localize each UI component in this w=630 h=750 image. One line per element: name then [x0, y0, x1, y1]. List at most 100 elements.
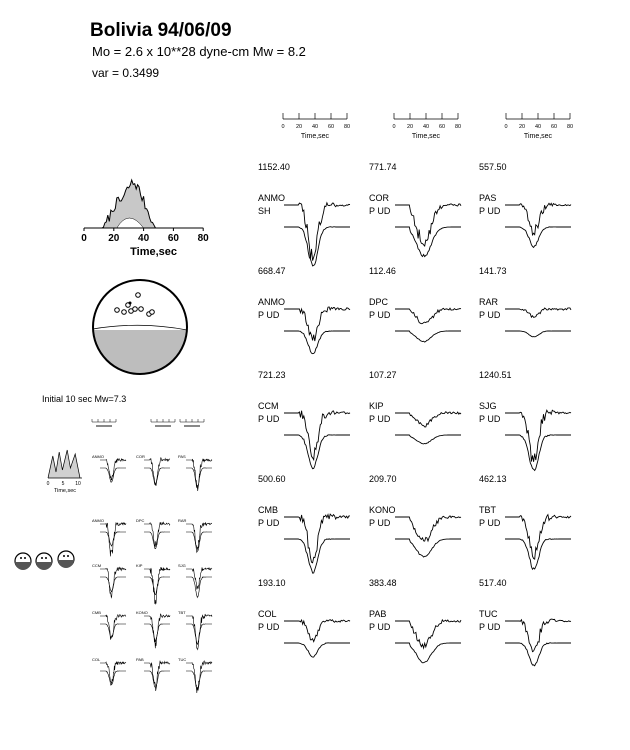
station-component: P UD: [258, 518, 280, 528]
small-observed-waveform: [100, 457, 127, 481]
station-component: P UD: [258, 414, 280, 424]
observed-waveform: [505, 409, 572, 462]
time-scale-tick: 60: [439, 124, 445, 130]
small-station-name: CCM: [92, 563, 101, 568]
small-station-panel: ANMO: [92, 454, 127, 483]
observed-waveform: [505, 202, 572, 237]
small-synthetic-waveform: [144, 531, 170, 550]
initial-focal-mechanism: [57, 550, 75, 568]
station-amplitude: 500.60: [258, 474, 286, 484]
station-component: P UD: [479, 622, 501, 632]
small-observed-waveform: [186, 522, 213, 550]
small-station-panel: PAB: [136, 657, 171, 692]
stf-xlabel: Time,sec: [130, 246, 177, 258]
observed-waveform: [395, 618, 462, 650]
station-name: KONO: [369, 505, 396, 515]
time-scale-tick: 0: [281, 124, 284, 130]
initial-stf-tick: 5: [62, 481, 65, 487]
time-scale-tick: 0: [392, 124, 395, 130]
observed-waveform: [395, 203, 462, 247]
observed-waveform: [284, 618, 351, 643]
small-station-panel: TUC: [178, 657, 213, 694]
small-observed-waveform: [100, 660, 127, 685]
station-name: CMB: [258, 505, 278, 515]
time-scale-tick: 60: [328, 124, 334, 130]
time-scale-tick: 40: [535, 124, 541, 130]
small-observed-waveform: [144, 456, 171, 486]
small-synthetic-waveform: [144, 623, 170, 643]
station-amplitude: 383.48: [369, 578, 397, 588]
small-station-name: TUC: [178, 657, 186, 662]
observed-waveform: [395, 411, 462, 428]
station-name: DPC: [369, 297, 389, 307]
small-station-name: COR: [136, 454, 145, 459]
observed-waveform: [395, 515, 462, 543]
small-synthetic-waveform: [100, 467, 126, 483]
small-observed-waveform: [100, 613, 127, 640]
time-scale-label: Time,sec: [412, 133, 441, 140]
small-time-scale: [179, 419, 205, 427]
small-observed-waveform: [144, 660, 171, 692]
station-amplitude: 1240.51: [479, 370, 512, 380]
station-component: P UD: [369, 206, 391, 216]
time-scale-label: Time,sec: [524, 133, 553, 140]
station-amplitude: 107.27: [369, 370, 397, 380]
synthetic-waveform: [284, 538, 350, 574]
synthetic-waveform: [395, 330, 461, 343]
observed-waveform: [505, 618, 572, 653]
small-station-panel: COL: [92, 657, 127, 686]
initial-stf-tick: 10: [75, 481, 81, 487]
stf-tick: 80: [198, 233, 210, 244]
small-synthetic-waveform: [186, 623, 212, 646]
synthetic-waveform: [505, 330, 571, 338]
time-scale-tick: 40: [312, 124, 318, 130]
observed-waveform: [284, 410, 351, 462]
small-synthetic-waveform: [144, 467, 170, 486]
station-component: P UD: [479, 518, 501, 528]
synthetic-waveform: [284, 226, 350, 267]
initial-label: Initial 10 sec Mw=7.3: [42, 394, 127, 404]
small-station-name: PAB: [136, 657, 144, 662]
time-scale-tick: 80: [344, 124, 350, 130]
small-observed-waveform: [186, 567, 213, 590]
small-observed-waveform: [144, 613, 171, 649]
station-amplitude: 557.50: [479, 162, 507, 172]
stf-tick: 60: [168, 233, 180, 244]
small-synthetic-waveform: [186, 467, 212, 490]
moment-line: Mo = 2.6 x 10**28 dyne-cm Mw = 8.2: [92, 44, 306, 59]
small-station-name: PAS: [178, 454, 186, 459]
station-component: P UD: [479, 206, 501, 216]
station-amplitude: 141.73: [479, 266, 507, 276]
small-synthetic-waveform: [100, 670, 126, 686]
time-scale-tick: 80: [567, 124, 573, 130]
small-synthetic-waveform: [186, 670, 212, 692]
station-component: P UD: [369, 622, 391, 632]
station-amplitude: 112.46: [369, 266, 396, 276]
station-amplitude: 668.47: [258, 266, 286, 276]
small-synthetic-waveform: [100, 623, 126, 639]
station-component: SH: [258, 206, 271, 216]
small-station-name: SJG: [178, 563, 186, 568]
small-synthetic-waveform: [100, 531, 126, 547]
station-name: KIP: [369, 401, 384, 411]
station-amplitude: 209.70: [369, 474, 397, 484]
small-observed-waveform: [100, 522, 127, 557]
small-station-panel: CMB: [92, 610, 127, 640]
event-title: Bolivia 94/06/09: [90, 20, 232, 41]
small-observed-waveform: [144, 521, 171, 548]
small-station-panel: KIP: [136, 563, 171, 605]
synthetic-waveform: [395, 434, 461, 445]
synthetic-waveform: [505, 226, 571, 249]
synthetic-waveform: [505, 642, 571, 667]
small-station-panel: RAR: [178, 518, 213, 554]
small-station-name: ANMO: [92, 518, 104, 523]
